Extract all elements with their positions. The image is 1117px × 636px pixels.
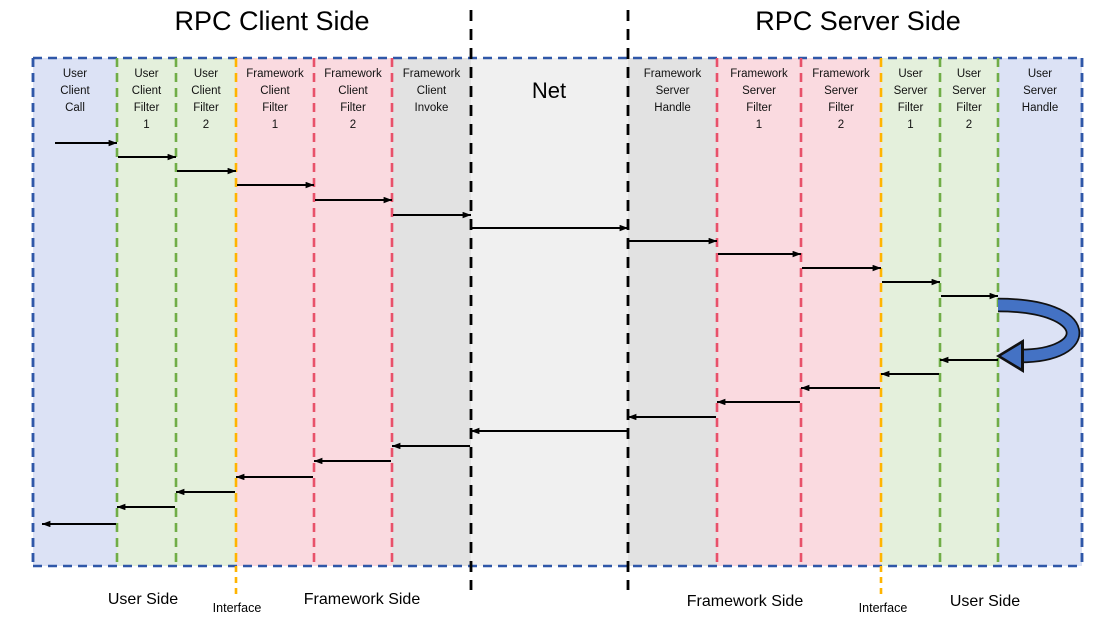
column-label-user-client-filter-1: 1: [143, 119, 149, 131]
footer-interface-right: Interface: [859, 601, 908, 615]
column-band-net: [471, 58, 628, 566]
footer-user-side-left: User Side: [108, 591, 178, 608]
column-label-user-client-call: Call: [65, 102, 85, 114]
column-band-framework-server-filter-2: [801, 58, 881, 566]
column-label-framework-server-handle: Server: [656, 85, 690, 97]
column-band-framework-client-filter-2: [314, 58, 392, 566]
column-label-framework-client-invoke: Client: [417, 85, 447, 97]
column-label-framework-server-filter-1: Framework: [730, 68, 788, 80]
column-label-framework-client-filter-2: Client: [338, 85, 368, 97]
column-label-user-server-filter-2: Filter: [956, 102, 982, 114]
column-dividers-group: [31, 10, 1084, 596]
loop-arrow-group: [996, 297, 1081, 373]
column-label-user-server-filter-1: User: [898, 68, 922, 80]
column-label-user-server-filter-1: Server: [894, 85, 928, 97]
net-label: Net: [532, 78, 566, 103]
column-label-user-server-filter-1: 1: [907, 119, 913, 131]
column-label-user-client-call: Client: [60, 85, 90, 97]
footer-user-side-right: User Side: [950, 593, 1020, 610]
user-server-handle-loop: [996, 297, 1081, 373]
column-label-user-client-filter-2: User: [194, 68, 218, 80]
column-label-user-client-filter-2: 2: [203, 119, 209, 131]
column-band-user-client-call: [33, 58, 117, 566]
column-bands-group: [33, 58, 1082, 566]
column-label-user-server-filter-1: Filter: [898, 102, 924, 114]
loop-arrow-body: [997, 299, 1079, 362]
column-label-user-server-handle: Handle: [1022, 102, 1058, 114]
column-band-framework-client-filter-1: [236, 58, 314, 566]
footer-interface-left: Interface: [213, 601, 262, 615]
column-band-user-server-filter-2: [940, 58, 998, 566]
column-label-framework-client-invoke: Invoke: [415, 102, 449, 114]
column-label-framework-client-filter-2: Filter: [340, 102, 366, 114]
column-label-framework-server-filter-1: 1: [756, 119, 762, 131]
column-label-framework-server-filter-2: 2: [838, 119, 844, 131]
column-label-framework-server-filter-1: Server: [742, 85, 776, 97]
column-label-framework-client-filter-1: 1: [272, 119, 278, 131]
column-label-user-server-filter-2: Server: [952, 85, 986, 97]
column-label-framework-client-filter-2: Framework: [324, 68, 382, 80]
column-label-framework-client-filter-1: Filter: [262, 102, 288, 114]
column-band-user-client-filter-1: [117, 58, 176, 566]
column-label-user-server-handle: User: [1028, 68, 1052, 80]
column-band-framework-server-filter-1: [717, 58, 801, 566]
column-label-user-server-filter-2: 2: [966, 119, 972, 131]
column-label-framework-client-filter-1: Framework: [246, 68, 304, 80]
column-label-user-client-filter-1: User: [134, 68, 158, 80]
column-label-user-client-filter-2: Filter: [193, 102, 219, 114]
column-label-framework-server-filter-1: Filter: [746, 102, 772, 114]
column-label-framework-client-filter-2: 2: [350, 119, 356, 131]
column-label-user-client-call: User: [63, 68, 87, 80]
title-client: RPC Client Side: [174, 6, 369, 36]
column-label-user-server-filter-2: User: [957, 68, 981, 80]
column-label-framework-client-filter-1: Client: [260, 85, 290, 97]
footer-framework-side-right: Framework Side: [687, 593, 804, 610]
column-label-framework-server-handle: Framework: [644, 68, 702, 80]
column-band-framework-client-invoke: [392, 58, 471, 566]
column-label-user-server-handle: Server: [1023, 85, 1057, 97]
column-band-framework-server-handle: [628, 58, 717, 566]
column-label-framework-server-filter-2: Server: [824, 85, 858, 97]
column-label-framework-server-filter-2: Framework: [812, 68, 870, 80]
loop-arrow-head: [1001, 344, 1021, 368]
column-label-framework-server-handle: Handle: [654, 102, 690, 114]
column-label-user-client-filter-2: Client: [191, 85, 221, 97]
column-band-user-client-filter-2: [176, 58, 236, 566]
footer-framework-side-left: Framework Side: [304, 591, 421, 608]
column-label-framework-client-invoke: Framework: [403, 68, 461, 80]
title-server: RPC Server Side: [755, 6, 961, 36]
flow-arrows-group: [41, 139, 999, 528]
column-label-user-client-filter-1: Filter: [134, 102, 160, 114]
column-label-user-client-filter-1: Client: [132, 85, 162, 97]
column-band-user-server-filter-1: [881, 58, 940, 566]
column-label-framework-server-filter-2: Filter: [828, 102, 854, 114]
